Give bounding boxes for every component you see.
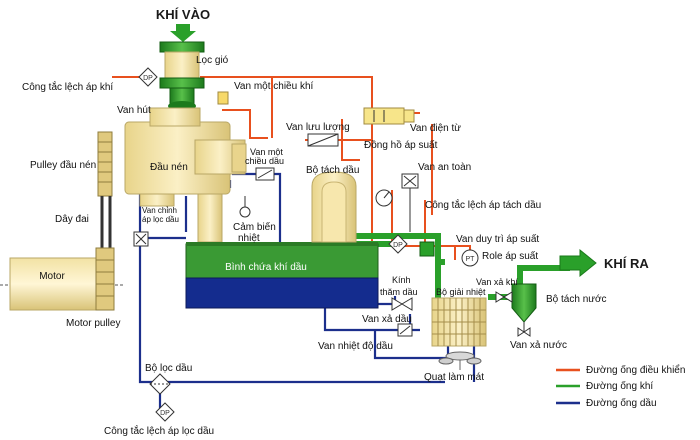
compressor-pulley <box>97 131 113 197</box>
label-cam-bien-2: nhiệt <box>238 233 260 244</box>
label-role-ap-suat: Role áp suất <box>482 250 538 262</box>
label-loc-gio: Lọc gió <box>196 55 229 66</box>
title-khi-vao: KHÍ VÀO <box>156 7 210 22</box>
labels: Lọc gió Công tắc lệch áp khí Van một chi… <box>22 55 607 437</box>
label-van-an-toan: Van an toàn <box>418 162 471 173</box>
svg-text:DP: DP <box>393 242 403 249</box>
label-kinh-2: thăm dầu <box>380 287 418 297</box>
pressure-relay: PT <box>461 249 479 267</box>
flow-valve <box>307 133 339 147</box>
label-van-chinh-2: áp lọc dầu <box>142 215 179 224</box>
legend: Đường ống điều khiển Đường ống khí Đường… <box>556 364 685 409</box>
air-diff-pressure-switch: DP <box>138 67 158 87</box>
temperature-sensor <box>239 196 251 218</box>
air-inlet-arrow <box>170 24 196 42</box>
drive-belt <box>100 196 112 248</box>
separator-diff-pressure-switch: DP <box>388 234 408 254</box>
label-bo-loc-dau: Bộ lọc dầu <box>145 362 192 374</box>
label-bo-tach-dau: Bộ tách dầu <box>306 164 359 176</box>
label-bo-tach-nuoc: Bộ tách nước <box>546 294 607 305</box>
label-van-dien-tu: Van điện từ <box>410 123 461 134</box>
svg-text:PT: PT <box>466 256 476 263</box>
label-bo-giai-nhiet: Bộ giải nhiệt <box>436 287 486 297</box>
water-separator <box>511 283 537 337</box>
label-van-xa-dau: Van xả dầu <box>362 313 412 325</box>
label-cam-bien-1: Cảm biến <box>233 221 276 233</box>
tank-label: Bình chứa khí dầu <box>225 261 307 273</box>
title-khi-ra: KHÍ RA <box>604 256 649 271</box>
oil-check-valve <box>255 167 275 181</box>
motor-label: Motor <box>39 271 65 282</box>
cooler <box>431 297 487 347</box>
oil-air-tank: Bình chứa khí dầu <box>185 242 379 309</box>
label-van-mot-chieu-dau-1: Van một <box>250 147 283 157</box>
legend-item-oil: Đường ống dầu <box>556 397 657 409</box>
label-van-mot-chieu-dau-2: chiều dầu <box>245 156 284 166</box>
pressure-gauge <box>375 189 393 207</box>
air-filter <box>159 41 205 111</box>
label-van-xa-nuoc: Van xả nước <box>510 340 567 351</box>
legend-item-control: Đường ống điều khiển <box>556 364 685 376</box>
oil-diff-pressure-switch: DP <box>155 402 175 422</box>
label-van-duy-tri: Van duy trì áp suất <box>456 233 539 245</box>
oil-separator <box>311 171 357 243</box>
oil-thermostat-valve <box>397 323 413 337</box>
label-van-nhiet-do-dau: Van nhiệt độ dầu <box>318 340 393 352</box>
legend-label-air: Đường ống khí <box>586 380 653 392</box>
label-cong-tac-tach-dau: Công tắc lệch áp tách dầu <box>425 198 541 211</box>
label-pulley-dau-nen: Pulley đầu nén <box>30 159 96 171</box>
label-van-mot-chieu-khi: Van một chiều khí <box>234 80 314 92</box>
label-dau-nen: Đầu nén <box>150 161 188 173</box>
label-cong-tac-loc-dau: Công tắc lệch áp lọc dầu <box>104 424 214 437</box>
legend-label-oil: Đường ống dầu <box>586 397 657 409</box>
oil-filter <box>149 373 171 395</box>
label-quat-lam-mat: Quạt làm mát <box>424 372 484 383</box>
label-van-chinh-1: Van chỉnh <box>142 206 177 215</box>
label-van-xa-khi: Van xả khí <box>476 277 518 287</box>
label-van-luu-luong: Van lưu lượng <box>286 122 350 133</box>
oil-filter-bypass-valve <box>133 231 149 247</box>
air-drain-valve <box>495 291 513 303</box>
motor: Motor <box>0 247 125 311</box>
label-van-hut: Van hút <box>117 105 151 116</box>
safety-valve <box>401 173 419 232</box>
air-outlet-arrow <box>559 248 597 278</box>
label-day-dai: Dây đai <box>55 214 89 225</box>
air-check-valve <box>217 91 229 105</box>
legend-label-control: Đường ống điều khiển <box>586 364 685 376</box>
compressor-head <box>124 107 247 243</box>
solenoid-valve <box>363 107 415 125</box>
oil-drain-valve <box>391 297 413 311</box>
legend-item-air: Đường ống khí <box>556 380 653 392</box>
svg-text:DP: DP <box>143 75 153 82</box>
min-pressure-valve <box>419 241 435 257</box>
label-cong-tac-lech-ap-khi: Công tắc lệch áp khí <box>22 80 113 93</box>
label-kinh-1: Kính <box>392 275 411 285</box>
label-dong-ho-ap-suat: Đồng hồ áp suất <box>364 139 438 151</box>
svg-text:DP: DP <box>160 410 170 417</box>
cooling-fan <box>438 351 482 370</box>
control-line-mid <box>222 109 268 139</box>
label-motor-pulley: Motor pulley <box>66 318 120 329</box>
